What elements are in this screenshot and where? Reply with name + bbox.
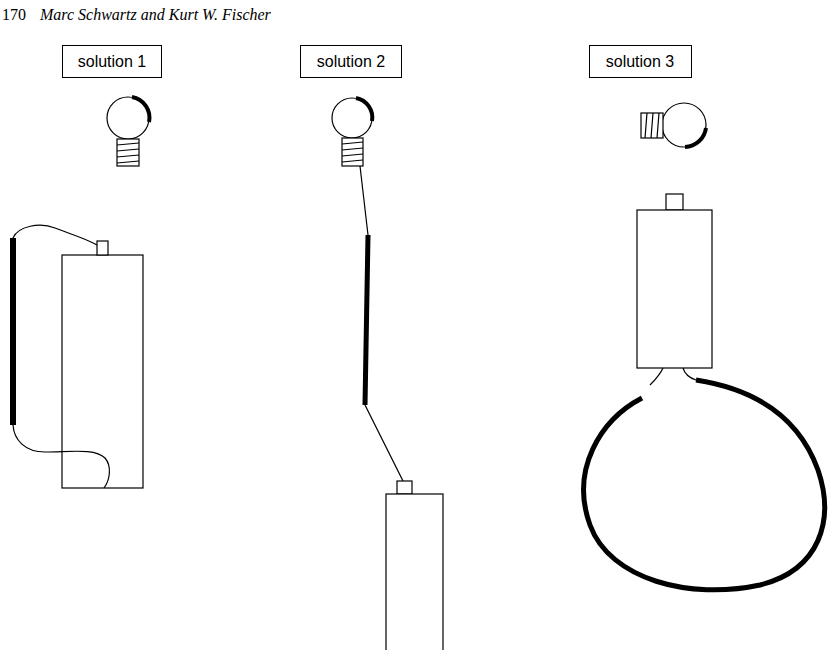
wire bbox=[360, 166, 368, 235]
battery-terminal bbox=[97, 241, 108, 255]
bulb bbox=[641, 103, 706, 147]
wire bbox=[13, 225, 97, 245]
wire bbox=[650, 368, 663, 385]
box-label: solution 2 bbox=[317, 53, 386, 71]
thick-wire-loop bbox=[584, 380, 825, 590]
label-box: solution 3 bbox=[589, 45, 692, 78]
thick-wire bbox=[365, 235, 368, 405]
battery bbox=[637, 210, 712, 368]
label-box: solution 2 bbox=[300, 45, 402, 78]
battery bbox=[62, 255, 143, 488]
label-box: solution 1 bbox=[62, 45, 162, 78]
thick-wire bbox=[10, 238, 16, 425]
wire bbox=[365, 405, 403, 481]
bulb bbox=[332, 98, 372, 166]
box-label: solution 1 bbox=[78, 53, 147, 71]
page-number: 170 bbox=[2, 6, 26, 24]
running-header: Marc Schwartz and Kurt W. Fischer bbox=[40, 6, 271, 24]
bulb bbox=[107, 97, 149, 166]
wire bbox=[683, 368, 696, 380]
battery-terminal bbox=[666, 194, 683, 210]
box-label: solution 3 bbox=[606, 53, 675, 71]
wire bbox=[13, 425, 109, 488]
battery-terminal bbox=[397, 481, 412, 494]
battery bbox=[386, 494, 443, 650]
